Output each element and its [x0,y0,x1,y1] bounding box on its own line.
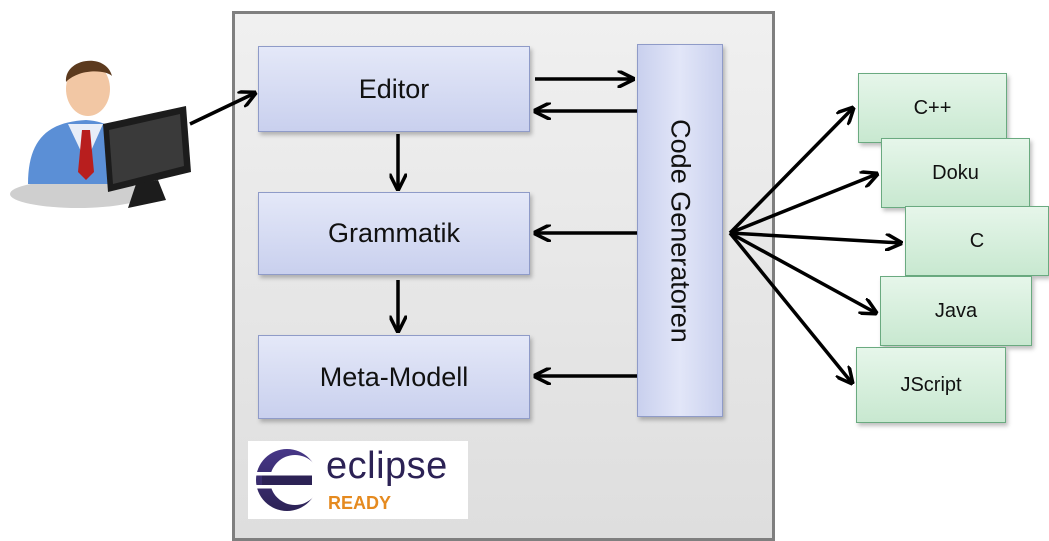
eclipse-logo-icon [256,449,320,511]
arrow-to-jscript [728,231,852,383]
logo-ready-tag: READY [328,493,392,513]
arrow-to-cpp [728,108,853,235]
editor-box: Editor [258,46,530,132]
arrow-user-to-editor [189,93,255,126]
arrow-to-doku [729,174,877,235]
code-generatoren-box: Code Generatoren [637,44,723,417]
output-doku-box: Doku [881,138,1030,208]
output-jscript-box: JScript [856,347,1006,423]
arrow-to-java [729,231,876,313]
meta-modell-box: Meta-Modell [258,335,530,419]
logo-word: eclipse [326,445,448,487]
output-c-box: C [905,206,1049,276]
eclipse-ready-logo: eclipse READY [248,441,468,519]
user-at-computer-icon [10,60,191,208]
output-java-box: Java [880,276,1032,346]
flow-arrows [189,0,1049,524]
output-cpp-box: C++ [858,73,1007,143]
grammatik-box: Grammatik [258,192,530,275]
arrow-to-c [729,231,901,243]
